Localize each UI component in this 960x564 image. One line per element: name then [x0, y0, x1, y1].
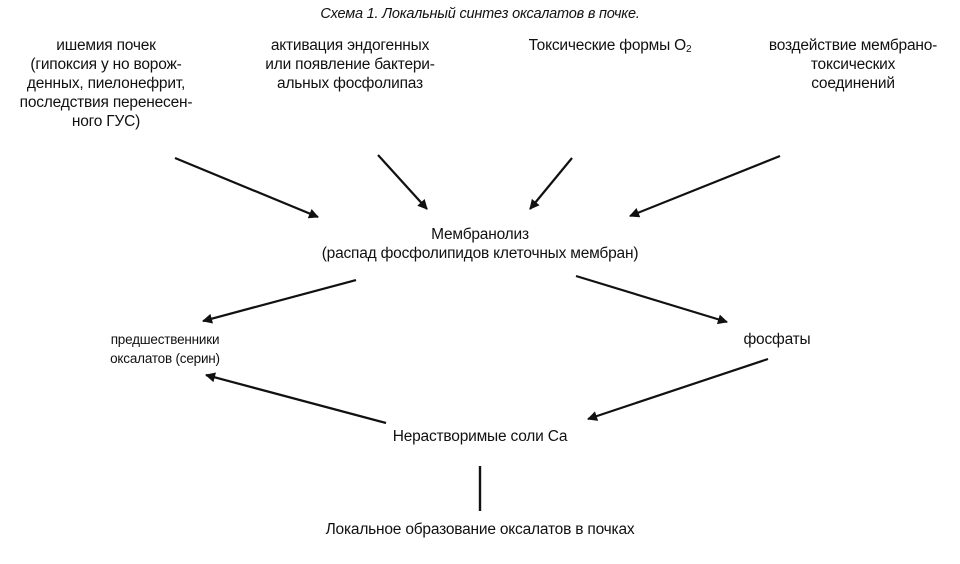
- arrow-oxygen-to-membranolysis: [529, 157, 573, 210]
- node-membranotoxic-line: токсических: [810, 56, 896, 73]
- node-membranotoxic: воздействие мембрано- токсических соедин…: [748, 36, 958, 93]
- node-oxygen-subscript: 2: [686, 44, 692, 55]
- arrow-phosphates-to-salts: [587, 357, 769, 421]
- node-oxygen: Токсические формы О2: [504, 36, 716, 59]
- node-ischemia-line: денных, пиелонефрит,: [26, 75, 186, 92]
- node-precursors-line: предшественники: [110, 332, 220, 347]
- node-ischemia: ишемия почек (гипоксия у но ворож- денны…: [0, 36, 212, 131]
- arrow-membranolysis-to-phosphates: [575, 274, 728, 325]
- arrow-phospholipase-to-membranolysis: [377, 154, 428, 210]
- arrow-membranotoxic-to-membranolysis: [629, 154, 781, 218]
- node-membranotoxic-line: соединений: [811, 75, 895, 92]
- arrow-membranolysis-to-precursors: [202, 278, 357, 324]
- node-membranolysis-line: Мембранолиз: [431, 226, 529, 243]
- node-result: Локальное образование оксалатов в почках: [325, 521, 635, 538]
- node-phospholipase-line: или появление бактери-: [265, 56, 435, 73]
- node-ischemia-line: ного ГУС): [71, 113, 141, 130]
- node-membranolysis: Мембранолиз (распад фосфолипидов клеточн…: [270, 225, 690, 263]
- node-ischemia-line: ишемия почек: [56, 37, 156, 54]
- node-phospholipase-line: альных фосфолипаз: [277, 75, 423, 92]
- node-ischemia-line: (гипоксия у но ворож-: [30, 56, 182, 73]
- arrow-salts-to-precursors: [205, 372, 387, 425]
- diagram-title: Схема 1. Локальный синтез оксалатов в по…: [320, 6, 640, 22]
- arrow-ischemia-to-membranolysis: [174, 156, 319, 219]
- node-precursors-line: оксалатов (серин): [110, 351, 220, 366]
- node-membranotoxic-line: воздействие мембрано-: [768, 37, 938, 54]
- node-precursors: предшественники оксалатов (серин): [90, 330, 240, 368]
- node-phosphates: фосфаты: [743, 331, 811, 348]
- node-membranolysis-line: (распад фосфолипидов клеточных мембран): [321, 245, 639, 262]
- node-phospholipase-line: активация эндогенных: [270, 37, 430, 54]
- node-oxygen-text: Токсические формы О: [528, 37, 687, 54]
- node-ischemia-line: последствия перенесен-: [19, 94, 193, 111]
- node-phospholipase: активация эндогенных или появление бакте…: [240, 36, 460, 93]
- node-insoluble-salts: Нерастворимые соли Са: [392, 428, 568, 445]
